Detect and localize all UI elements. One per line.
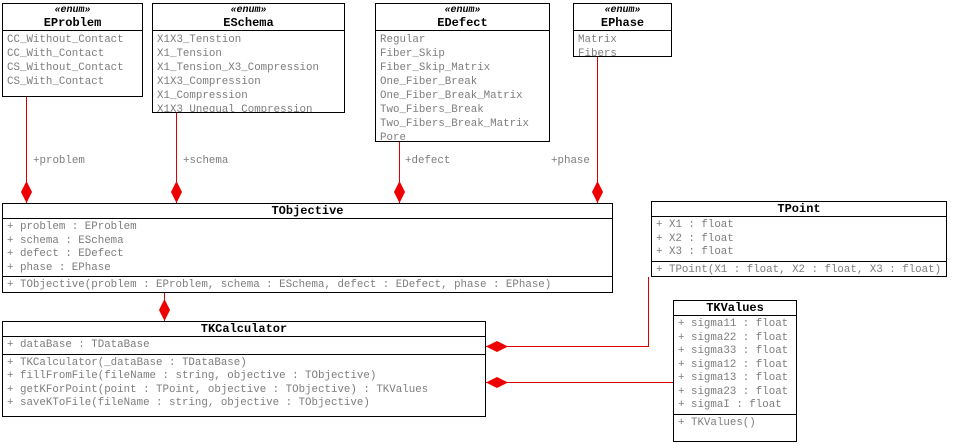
enum-item: X1X3_Unequal_Compression bbox=[157, 104, 313, 113]
stereotype-label: «enum» bbox=[444, 5, 481, 16]
class-title-eproblem: «enum» EProblem bbox=[3, 4, 142, 31]
method: + TPoint(X1 : float, X2 : float, X3 : fl… bbox=[656, 263, 942, 276]
class-box-eschema[interactable]: «enum» ESchema X1X3_Tenstion X1_Tension … bbox=[152, 3, 345, 113]
attribute: + sigma23 : float bbox=[678, 385, 789, 398]
method: + TKValues() bbox=[678, 416, 756, 429]
method: + saveKToFile(fileName : string, objecti… bbox=[7, 397, 370, 409]
enum-item: Two_Fibers_Break_Matrix bbox=[380, 118, 530, 130]
class-title-ephase: «enum» EPhase bbox=[574, 4, 671, 31]
methods-tkcalculator: + TKCalculator(_dataBase : TDataBase) + … bbox=[3, 353, 485, 412]
enum-item: CC_With_Contact bbox=[7, 48, 105, 60]
attribute: + schema : ESchema bbox=[7, 234, 124, 247]
edge-label-problem: +problem bbox=[33, 155, 85, 167]
edge-label-schema: +schema bbox=[183, 155, 229, 167]
enum-item: CS_With_Contact bbox=[7, 76, 105, 88]
enum-item: Fiber_Skip bbox=[380, 48, 445, 60]
class-name: TObjective bbox=[3, 204, 612, 219]
class-box-eproblem[interactable]: «enum» EProblem CC_Without_Contact CC_Wi… bbox=[2, 3, 143, 97]
attribute: + X1 : float bbox=[656, 219, 734, 231]
class-name: EProblem bbox=[43, 16, 102, 30]
methods-tobjective: + TObjective(problem : EProblem, schema … bbox=[3, 276, 612, 292]
stereotype-label: «enum» bbox=[230, 5, 267, 16]
enum-item: X1_Tension_X3_Compression bbox=[157, 62, 319, 74]
composition-line-problem bbox=[26, 97, 27, 203]
stereotype-label: «enum» bbox=[54, 5, 91, 16]
attribute: + X2 : float bbox=[656, 232, 734, 245]
composition-line-schema bbox=[176, 113, 177, 203]
attribute: + dataBase : TDataBase bbox=[7, 339, 150, 351]
attribute: + sigma22 : float bbox=[678, 331, 789, 344]
edge-label-phase: +phase bbox=[551, 155, 590, 167]
enum-item: X1X3_Tenstion bbox=[157, 34, 242, 46]
enum-item: X1_Compression bbox=[157, 90, 248, 102]
attributes-tkvalues: + sigma11 : float + sigma22 : float + si… bbox=[674, 316, 796, 414]
enum-items-eproblem: CC_Without_Contact CC_With_Contact CS_Wi… bbox=[3, 31, 142, 90]
method: + TObjective(problem : EProblem, schema … bbox=[7, 279, 552, 291]
class-name: ESchema bbox=[223, 16, 274, 30]
attributes-tobjective: + problem : EProblem + schema : ESchema … bbox=[3, 219, 612, 276]
class-box-ephase[interactable]: «enum» EPhase Matrix Fibers bbox=[573, 3, 672, 57]
enum-item: One_Fiber_Break_Matrix bbox=[380, 90, 523, 102]
class-box-tpoint[interactable]: TPoint + X1 : float + X2 : float + X3 : … bbox=[651, 201, 947, 277]
attribute: + sigmaI : float bbox=[678, 399, 782, 411]
edge-label-defect: +defect bbox=[405, 155, 451, 167]
composition-line-defect bbox=[399, 142, 400, 203]
enum-item: Matrix bbox=[578, 34, 617, 46]
enum-items-ephase: Matrix Fibers bbox=[574, 31, 671, 57]
composition-diamond-problem bbox=[21, 181, 32, 203]
composition-line-phase bbox=[597, 57, 598, 203]
enum-item: X1_Tension bbox=[157, 48, 222, 60]
enum-item: Pore bbox=[380, 132, 406, 142]
attributes-tpoint: + X1 : float + X2 : float + X3 : float bbox=[652, 217, 946, 261]
attribute: + phase : EPhase bbox=[7, 261, 111, 274]
class-box-edefect[interactable]: «enum» EDefect Regular Fiber_Skip Fiber_… bbox=[375, 3, 550, 142]
composition-diamond-defect bbox=[394, 181, 405, 203]
class-name: TKCalculator bbox=[3, 322, 485, 337]
enum-item: CS_Without_Contact bbox=[7, 62, 124, 74]
composition-diamond-schema bbox=[171, 181, 182, 203]
class-box-tobjective[interactable]: TObjective + problem : EProblem + schema… bbox=[2, 203, 613, 293]
attributes-tkcalculator: + dataBase : TDataBase bbox=[3, 337, 485, 354]
class-title-edefect: «enum» EDefect bbox=[376, 4, 549, 31]
methods-tkvalues: + TKValues() bbox=[674, 413, 796, 432]
composition-diamond-phase bbox=[592, 181, 603, 203]
stereotype-label: «enum» bbox=[604, 5, 641, 16]
class-name: TPoint bbox=[652, 202, 946, 217]
class-box-tkvalues[interactable]: TKValues + sigma11 : float + sigma22 : f… bbox=[673, 300, 797, 442]
class-name: EDefect bbox=[437, 16, 488, 30]
method: + fillFromFile(fileName : string, object… bbox=[7, 370, 377, 382]
enum-item: Two_Fibers_Break bbox=[380, 104, 484, 116]
attribute: + X3 : float bbox=[656, 246, 734, 258]
method: + getKForPoint(point : TPoint, objective… bbox=[7, 383, 429, 396]
enum-item: Regular bbox=[380, 34, 426, 46]
methods-tpoint: + TPoint(X1 : float, X2 : float, X3 : fl… bbox=[652, 260, 946, 277]
enum-item: X1X3_Compression bbox=[157, 76, 261, 88]
enum-items-eschema: X1X3_Tenstion X1_Tension X1_Tension_X3_C… bbox=[153, 31, 344, 113]
enum-item: One_Fiber_Break bbox=[380, 76, 478, 88]
class-title-eschema: «enum» ESchema bbox=[153, 4, 344, 31]
composition-line-point-vertical bbox=[648, 277, 649, 347]
composition-line-point-horizontal bbox=[486, 346, 649, 347]
composition-line-kvalues bbox=[486, 382, 673, 383]
attribute: + problem : EProblem bbox=[7, 221, 137, 233]
composition-diamond-point bbox=[486, 341, 508, 352]
composition-diamond-objective bbox=[159, 299, 170, 321]
enum-item: Fiber_Skip_Matrix bbox=[380, 62, 491, 74]
class-name: EPhase bbox=[600, 16, 645, 30]
attribute: + sigma33 : float bbox=[678, 345, 789, 357]
class-box-tkcalculator[interactable]: TKCalculator + dataBase : TDataBase + TK… bbox=[2, 321, 486, 417]
attribute: + sigma11 : float bbox=[678, 318, 789, 330]
enum-item: Fibers bbox=[578, 48, 617, 57]
attribute: + defect : EDefect bbox=[7, 248, 124, 260]
class-name: TKValues bbox=[674, 301, 796, 316]
method: + TKCalculator(_dataBase : TDataBase) bbox=[7, 356, 247, 369]
attribute: + sigma13 : float bbox=[678, 372, 789, 384]
composition-diamond-kvalues bbox=[486, 377, 508, 388]
enum-item: CC_Without_Contact bbox=[7, 34, 124, 46]
enum-items-edefect: Regular Fiber_Skip Fiber_Skip_Matrix One… bbox=[376, 31, 549, 142]
attribute: + sigma12 : float bbox=[678, 358, 789, 371]
